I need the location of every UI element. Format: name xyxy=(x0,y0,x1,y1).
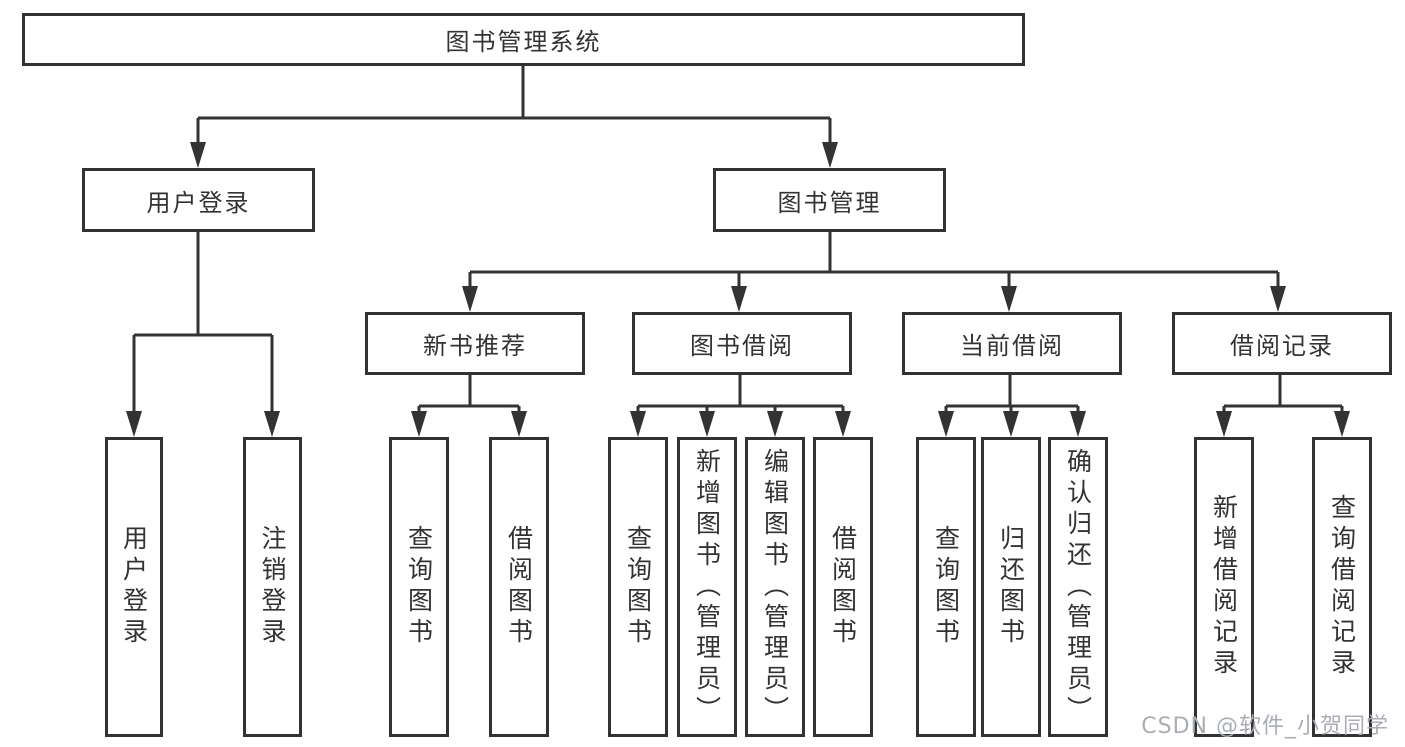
leaf-label: 归还图书 xyxy=(996,525,1026,649)
node-label: 图书管理系统 xyxy=(445,28,602,56)
node-book-borrowing: 图书借阅 xyxy=(632,312,852,375)
node-label: 图书管理 xyxy=(777,188,882,217)
leaf-query-books: 查询图书 xyxy=(389,437,449,737)
node-current-borrowing: 当前借阅 xyxy=(902,312,1122,375)
node-label: 用户登录 xyxy=(146,188,251,217)
leaf-borrow-books: 借阅图书 xyxy=(813,437,873,737)
leaf-label: 借阅图书 xyxy=(504,525,534,649)
arrowheads xyxy=(126,142,1350,437)
leaf-query-borrow-record: 查询借阅记录 xyxy=(1312,437,1372,737)
leaf-label: 借阅图书 xyxy=(828,525,858,649)
leaf-label: 查询图书 xyxy=(931,525,961,649)
leaf-logout: 注销登录 xyxy=(243,437,302,737)
leaf-add-borrow-record: 新增借阅记录 xyxy=(1194,437,1254,737)
leaf-add-books-admin: 新增图书（管理员） xyxy=(677,437,737,737)
node-label: 图书借阅 xyxy=(690,332,794,360)
leaf-label: 确认归还（管理员） xyxy=(1063,447,1093,727)
leaf-label: 编辑图书（管理员） xyxy=(760,447,790,727)
leaf-query-books: 查询图书 xyxy=(916,437,976,737)
leaf-confirm-return-admin: 确认归还（管理员） xyxy=(1048,437,1108,737)
node-user-login: 用户登录 xyxy=(82,168,315,232)
leaf-edit-books-admin: 编辑图书（管理员） xyxy=(745,437,805,737)
leaf-label: 新增借阅记录 xyxy=(1209,494,1239,680)
leaf-label: 查询借阅记录 xyxy=(1327,494,1357,680)
node-label: 借阅记录 xyxy=(1230,332,1334,360)
leaf-borrow-books: 借阅图书 xyxy=(489,437,549,737)
node-label: 新书推荐 xyxy=(423,332,527,360)
node-new-book-recommend: 新书推荐 xyxy=(365,312,585,375)
leaf-label: 查询图书 xyxy=(404,525,434,649)
node-library-management-system: 图书管理系统 xyxy=(22,13,1025,66)
leaf-user-login: 用户登录 xyxy=(105,437,163,737)
node-book-management: 图书管理 xyxy=(713,168,946,232)
leaf-label: 新增图书（管理员） xyxy=(692,447,722,727)
node-label: 当前借阅 xyxy=(960,332,1064,360)
leaf-label: 用户登录 xyxy=(119,525,149,649)
leaf-label: 注销登录 xyxy=(258,525,287,649)
leaf-return-books: 归还图书 xyxy=(981,437,1041,737)
leaf-label: 查询图书 xyxy=(623,525,653,649)
leaf-query-books: 查询图书 xyxy=(608,437,668,737)
node-borrowing-records: 借阅记录 xyxy=(1172,312,1392,375)
